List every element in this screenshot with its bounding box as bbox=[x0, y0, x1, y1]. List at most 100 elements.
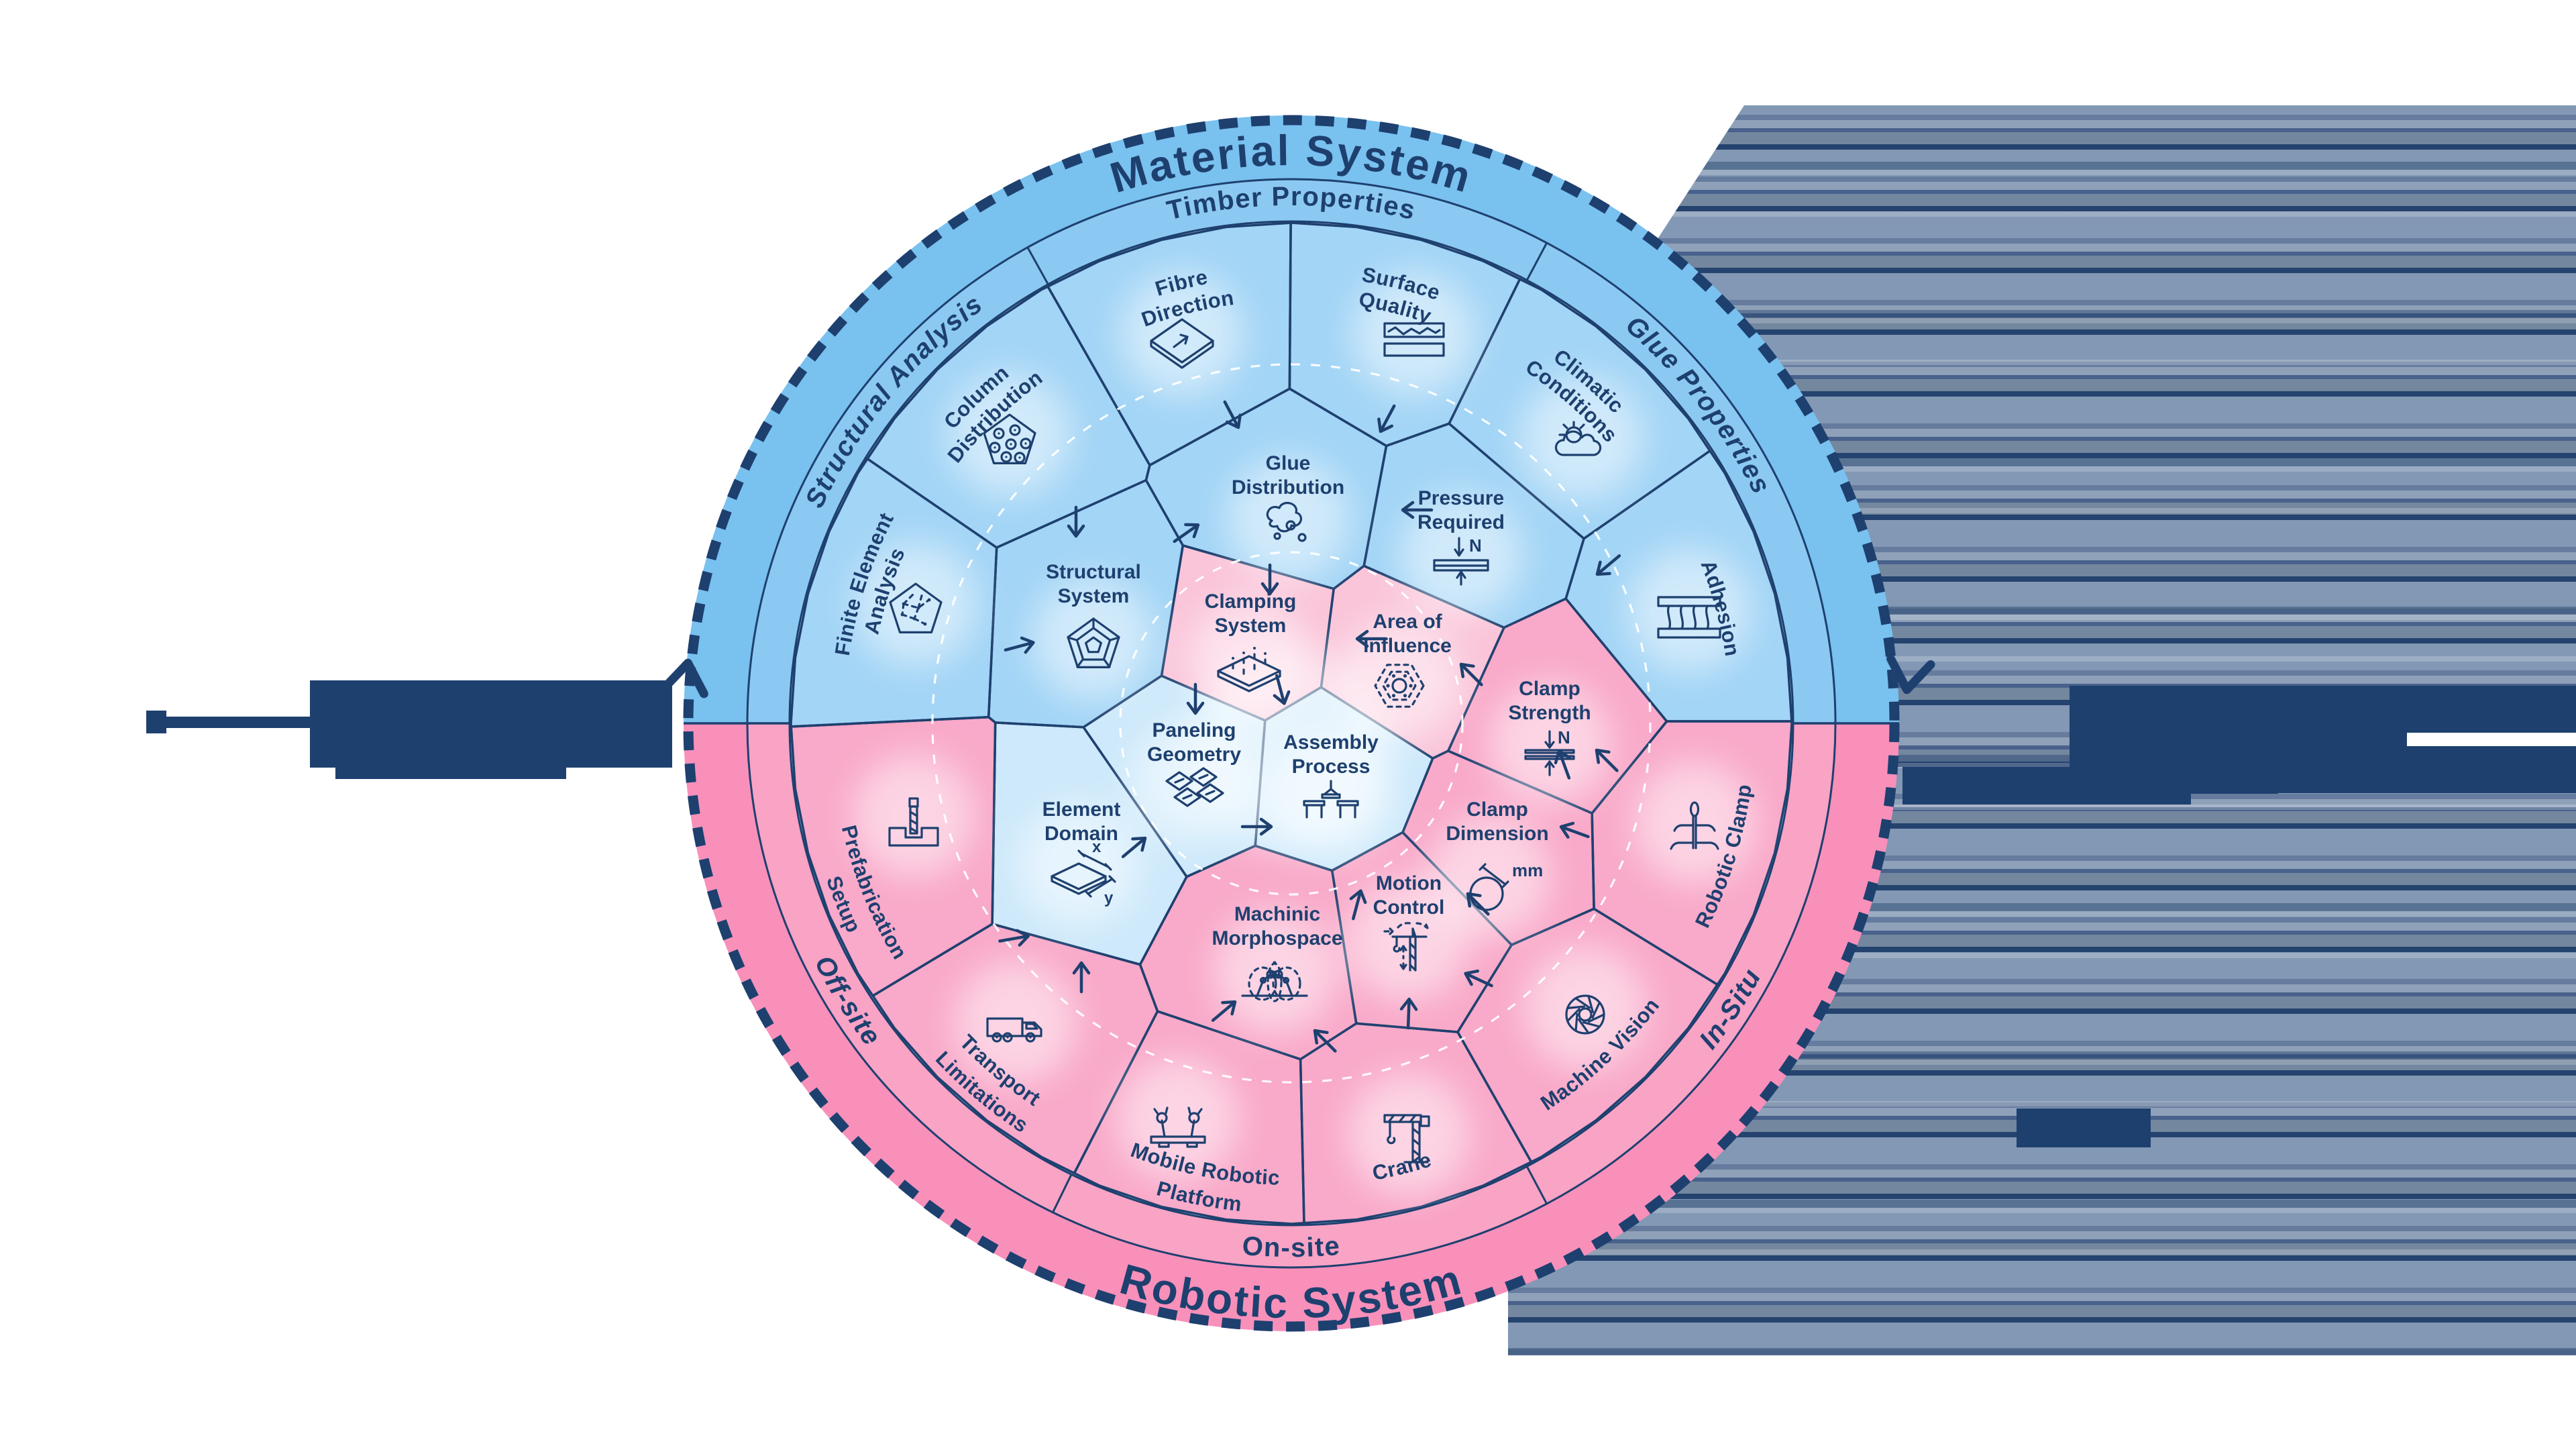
dashed-guide-circle bbox=[931, 363, 1652, 1084]
glitch-bar bbox=[2407, 733, 2576, 746]
flow-arrow bbox=[1349, 889, 1367, 921]
area-of-influence-icon bbox=[1374, 664, 1425, 708]
flow-arrow bbox=[1401, 501, 1434, 519]
element-domain-icon: xy bbox=[1051, 838, 1116, 907]
transport-limitations-icon bbox=[986, 1017, 1042, 1043]
flow-arrow bbox=[1121, 836, 1147, 858]
cell-label-line: Distribution bbox=[1232, 476, 1344, 499]
cell-label-line: Structural bbox=[1046, 561, 1141, 583]
flow-arrow bbox=[1223, 400, 1242, 429]
cell-label-line: Control bbox=[1373, 896, 1445, 919]
glitch-bar bbox=[1902, 794, 2191, 805]
pressure-required-icon: N bbox=[1433, 535, 1489, 586]
flow-arrow bbox=[1067, 505, 1085, 538]
icon-annotation: x bbox=[1092, 838, 1102, 856]
cell-label-line: Machinic bbox=[1234, 903, 1320, 925]
dashed-guide-circle bbox=[1119, 551, 1464, 896]
cell-label-line: Strength bbox=[1508, 702, 1591, 724]
column-distribution-icon bbox=[983, 413, 1036, 465]
cell-label-line: Element bbox=[1042, 798, 1121, 821]
cell-label-line: Domain bbox=[1044, 823, 1118, 845]
flow-arrows bbox=[998, 400, 1621, 1053]
cell-label-line: Paneling bbox=[1152, 719, 1236, 741]
cell-label-line: Required bbox=[1417, 511, 1505, 533]
flow-arrow bbox=[1377, 404, 1396, 433]
glitch-bar bbox=[1902, 767, 2278, 794]
icon-annotation: mm bbox=[1512, 860, 1543, 880]
ring-label-on-site: On-site bbox=[1241, 1231, 1340, 1263]
icon-annotation: N bbox=[1558, 727, 1570, 747]
flow-arrow bbox=[1355, 629, 1388, 648]
flow-arrow bbox=[1313, 1029, 1337, 1053]
flow-arrow bbox=[1464, 969, 1493, 988]
flow-arrow bbox=[1595, 748, 1619, 772]
cell-label-line: Motion bbox=[1376, 872, 1442, 894]
border-flow-arrowhead bbox=[1886, 654, 1935, 694]
cell-label-line: Clamping bbox=[1205, 590, 1297, 613]
flow-arrow bbox=[998, 929, 1030, 947]
flow-arrow bbox=[1072, 961, 1091, 994]
flow-arrow bbox=[1260, 563, 1279, 596]
finite-element-analysis-icon bbox=[889, 582, 943, 634]
flow-arrow bbox=[1173, 523, 1200, 543]
cell-label-line: System bbox=[1215, 615, 1287, 637]
flow-arrow bbox=[1240, 817, 1273, 836]
cell-label-line: Assembly bbox=[1283, 731, 1379, 754]
motion-control-icon bbox=[1383, 922, 1429, 972]
cell-label-line: Pressure bbox=[1418, 487, 1504, 509]
cell-label-line: System bbox=[1058, 585, 1130, 607]
icon-annotation: y bbox=[1104, 889, 1114, 907]
cell-border-robotic-clamp bbox=[1591, 720, 1793, 986]
prefabrication-setup-icon bbox=[888, 797, 939, 847]
glue-distribution-icon bbox=[1266, 501, 1307, 542]
svg-text:On-site: On-site bbox=[1241, 1231, 1342, 1263]
flow-arrow bbox=[1399, 997, 1418, 1030]
cell-label-line: Dimension bbox=[1446, 823, 1548, 845]
clamp-strength-icon: N bbox=[1524, 727, 1575, 776]
border-flow-arrowhead bbox=[659, 658, 708, 698]
surface-quality-icon bbox=[1383, 322, 1445, 357]
cell-label-line: Process bbox=[1292, 756, 1371, 778]
icon-annotation: N bbox=[1469, 535, 1482, 556]
flow-arrow bbox=[1273, 674, 1291, 705]
cell-label-line: Area of bbox=[1373, 611, 1442, 633]
adhesion-icon bbox=[1657, 596, 1721, 639]
cell-border-transport-limitations bbox=[871, 923, 1159, 1175]
flow-arrow bbox=[1186, 682, 1205, 715]
glitch-bar bbox=[310, 680, 672, 768]
cell-label-line: Influence bbox=[1363, 635, 1452, 657]
glitch-bar bbox=[146, 711, 166, 733]
cell-label-line: Clamp bbox=[1519, 678, 1580, 700]
glitch-bar bbox=[2017, 1108, 2151, 1147]
robotic-clamp-icon bbox=[1670, 801, 1719, 850]
flow-arrow bbox=[1211, 1000, 1237, 1022]
cell-border-machine-vision bbox=[1456, 907, 1719, 1163]
clamping-system-icon bbox=[1217, 647, 1281, 692]
machine-vision-icon bbox=[1565, 994, 1605, 1035]
mobile-robotic-platform-icon bbox=[1150, 1106, 1206, 1148]
structural-system-icon bbox=[1067, 617, 1120, 669]
cell-label-line: Clamp bbox=[1466, 798, 1528, 821]
flow-arrow bbox=[1004, 636, 1035, 654]
cell-border-crane bbox=[1299, 1022, 1533, 1225]
cell-border-prefabrication-setup bbox=[790, 715, 997, 997]
crane-icon bbox=[1383, 1114, 1430, 1163]
ring-sector-divider bbox=[1052, 1174, 1073, 1213]
paneling-geometry-icon bbox=[1165, 767, 1224, 807]
machinic-morphospace-icon bbox=[1241, 961, 1308, 1002]
flow-arrow bbox=[1559, 821, 1590, 839]
dashed-outer-border bbox=[683, 115, 1900, 1332]
glitch-bar bbox=[166, 717, 310, 728]
